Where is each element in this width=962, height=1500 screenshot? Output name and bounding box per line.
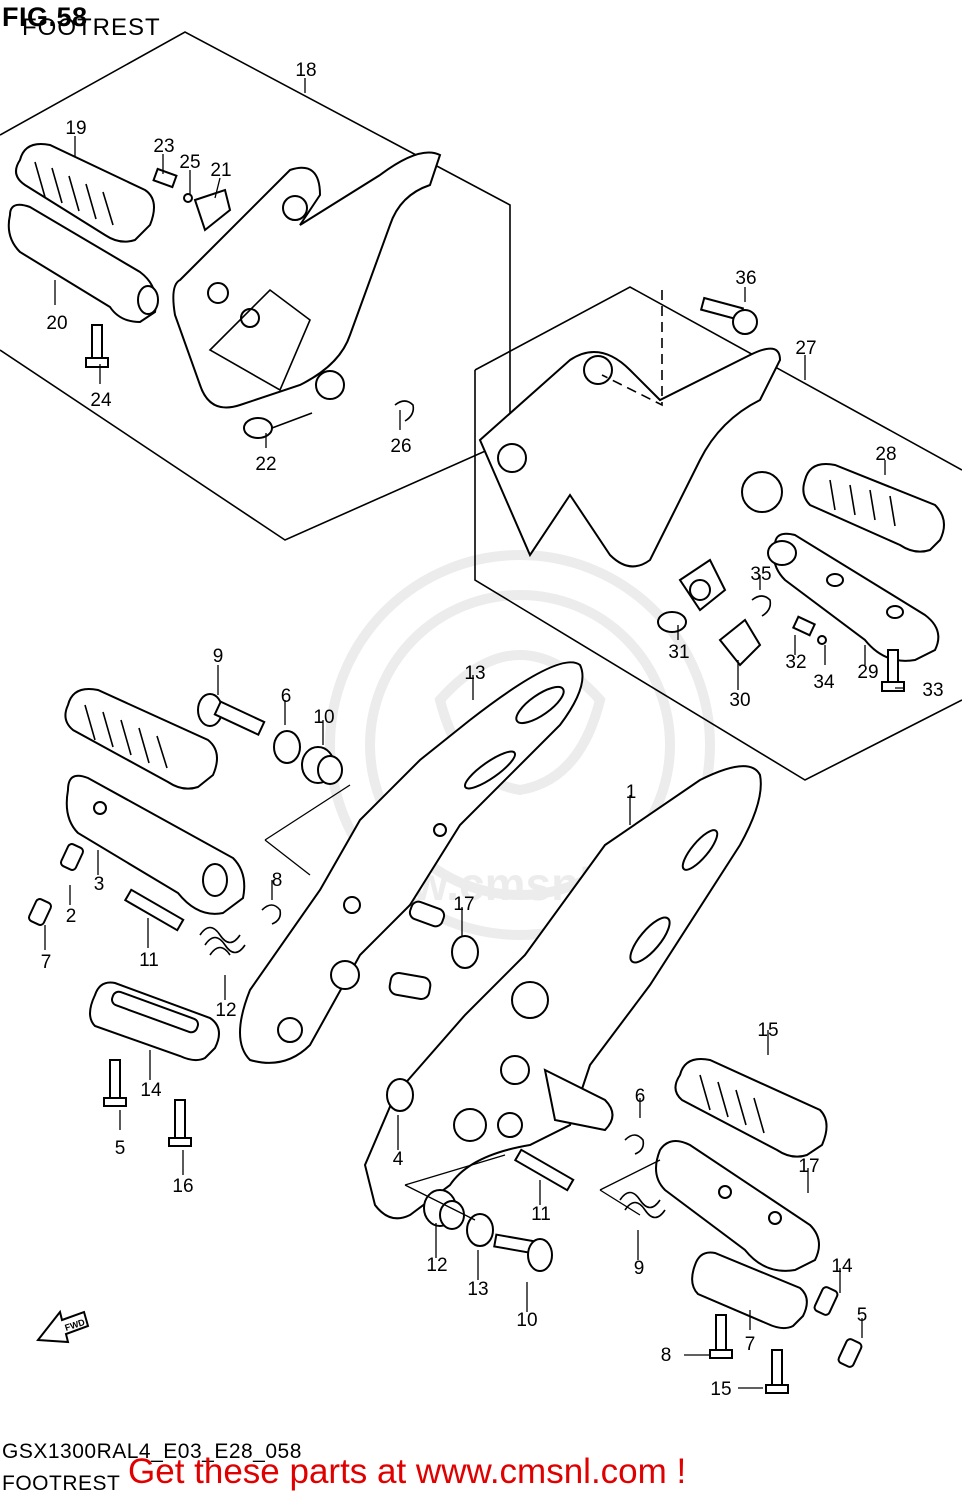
part-washer-10-lower	[466, 1213, 494, 1247]
callout-23: 23	[153, 136, 174, 157]
diagram-code: GSX1300RAL4_E03_E28_058	[2, 1440, 302, 1463]
callout-16: 16	[172, 1176, 193, 1197]
part-pin-12-left	[123, 888, 185, 932]
callout-15: 15	[710, 1379, 731, 1400]
callout-12: 12	[426, 1255, 447, 1276]
callout-19: 19	[65, 118, 86, 139]
part-footrest-bracket-27	[478, 347, 783, 612]
callout-20: 20	[46, 313, 67, 334]
callout-7: 7	[41, 952, 52, 973]
callout-9: 9	[213, 646, 224, 667]
callout-6: 6	[281, 686, 292, 707]
callout-24: 24	[90, 390, 112, 411]
callout-14: 14	[831, 1256, 853, 1277]
leader-lines	[44, 78, 905, 1389]
callout-35: 35	[750, 564, 771, 585]
callout-26: 26	[390, 436, 411, 457]
callout-10: 10	[313, 707, 334, 728]
callout-34: 34	[813, 672, 835, 693]
callout-17: 17	[453, 894, 474, 915]
part-bolt-9-lower	[493, 1233, 553, 1272]
part-rubber-5-right	[691, 1251, 808, 1330]
part-washer-11-upper	[451, 935, 479, 969]
callout-9: 9	[634, 1258, 645, 1279]
callout-14: 14	[140, 1080, 162, 1101]
part-bush-13-lower	[423, 1189, 465, 1230]
callout-7: 7	[745, 1334, 756, 1355]
callout-13: 13	[467, 1279, 488, 1300]
callout-8: 8	[272, 870, 283, 891]
part-footrest-rubber-19	[15, 143, 155, 243]
part-spring-14-right	[619, 1191, 666, 1219]
part-small-hardware-upper-left	[85, 167, 415, 439]
rear-left-assembly-box	[0, 31, 511, 541]
callout-18: 18	[295, 60, 316, 81]
callout-1: 1	[626, 782, 637, 803]
callout-17: 17	[798, 1156, 819, 1177]
callout-36: 36	[735, 268, 756, 289]
part-footrest-20	[7, 203, 159, 324]
callout-4: 4	[393, 1149, 404, 1170]
part-footrest-rubber-6-right	[674, 1058, 828, 1158]
part-bush-13-upper	[301, 746, 343, 785]
part-caps-7-8-right	[813, 1286, 863, 1368]
callout-29: 29	[857, 662, 878, 683]
part-washer-10-upper	[273, 730, 301, 764]
part-washer-11-lower	[386, 1078, 414, 1112]
callout-32: 32	[785, 652, 806, 673]
callout-30: 30	[729, 690, 750, 711]
alignment-lines	[264, 290, 663, 1221]
callout-33: 33	[922, 680, 943, 701]
callout-21: 21	[210, 160, 231, 181]
callout-8: 8	[661, 1345, 672, 1366]
part-screws-15-16-left	[103, 1059, 192, 1147]
callout-5: 5	[115, 1138, 126, 1159]
part-pin-12-right	[513, 1148, 575, 1192]
callout-31: 31	[668, 642, 689, 663]
part-footrest-4-right	[655, 1140, 820, 1272]
callout-27: 27	[795, 338, 816, 359]
part-footrest-plate-1	[239, 661, 584, 1064]
footer-title: FOOTREST	[2, 1472, 121, 1495]
callout-10: 10	[516, 1310, 537, 1331]
callout-2: 2	[66, 906, 77, 927]
callout-12: 12	[215, 1000, 236, 1021]
part-spring-14-left	[199, 926, 246, 956]
part-footrest-rubber-6-left	[64, 688, 218, 790]
part-footrest-plate-3	[363, 765, 762, 1220]
rear-right-assembly-box	[474, 286, 962, 781]
part-caps-7-8-left	[27, 843, 85, 926]
part-rubber-5-left	[89, 981, 220, 1062]
figure-title: FOOTREST	[22, 14, 161, 41]
callout-11: 11	[531, 1204, 551, 1225]
part-footrest-bracket-18	[172, 151, 442, 409]
promo-link[interactable]: Get these parts at www.cmsnl.com !	[128, 1452, 687, 1491]
callout-13: 13	[464, 663, 485, 684]
callout-28: 28	[875, 444, 896, 465]
figure-number: FIG.58	[2, 2, 88, 32]
part-footrest-2-left	[65, 774, 246, 915]
callout-15: 15	[757, 1020, 778, 1041]
part-footrest-rubber-28	[802, 463, 945, 553]
callout-11: 11	[139, 950, 159, 971]
callout-3: 3	[94, 874, 105, 895]
part-footrest-29	[767, 532, 940, 662]
part-bolt-36	[699, 296, 758, 335]
callout-6: 6	[635, 1086, 646, 1107]
callout-25: 25	[179, 152, 200, 173]
callout-5: 5	[857, 1305, 868, 1326]
part-screws-15-16-right	[709, 1314, 789, 1394]
part-clip-17-left	[261, 904, 282, 925]
fwd-arrow-icon: FWD	[36, 1309, 90, 1344]
part-small-hardware-upper-right	[657, 579, 905, 692]
callout-22: 22	[255, 454, 276, 475]
part-bolt-9-upper	[197, 693, 266, 737]
part-clip-17-right	[624, 1134, 645, 1155]
